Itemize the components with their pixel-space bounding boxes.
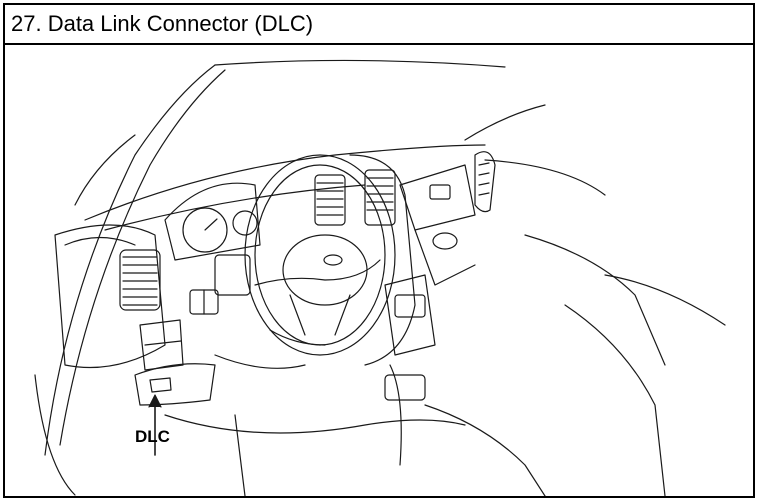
instrument-cluster [164, 182, 261, 261]
right-door-panel [399, 151, 496, 286]
dlc-port [149, 377, 172, 393]
dashboard-top [84, 104, 726, 366]
left-dash-panel [34, 224, 166, 496]
steering-wheel [244, 154, 396, 356]
kia-emblem-icon [323, 254, 343, 266]
page-title-text: 27. Data Link Connector (DLC) [11, 11, 314, 36]
dashboard-illustration [5, 45, 753, 496]
center-air-vents [314, 169, 396, 226]
a-pillar [44, 59, 506, 456]
switch-panel [139, 254, 251, 371]
dlc-callout-arrow [148, 394, 162, 456]
page-title: 27. Data Link Connector (DLC) [5, 5, 753, 45]
dlc-label: DLC [135, 427, 170, 446]
center-stack [349, 154, 436, 466]
diagram-frame: 27. Data Link Connector (DLC) [3, 3, 755, 498]
left-air-vent [119, 249, 161, 311]
